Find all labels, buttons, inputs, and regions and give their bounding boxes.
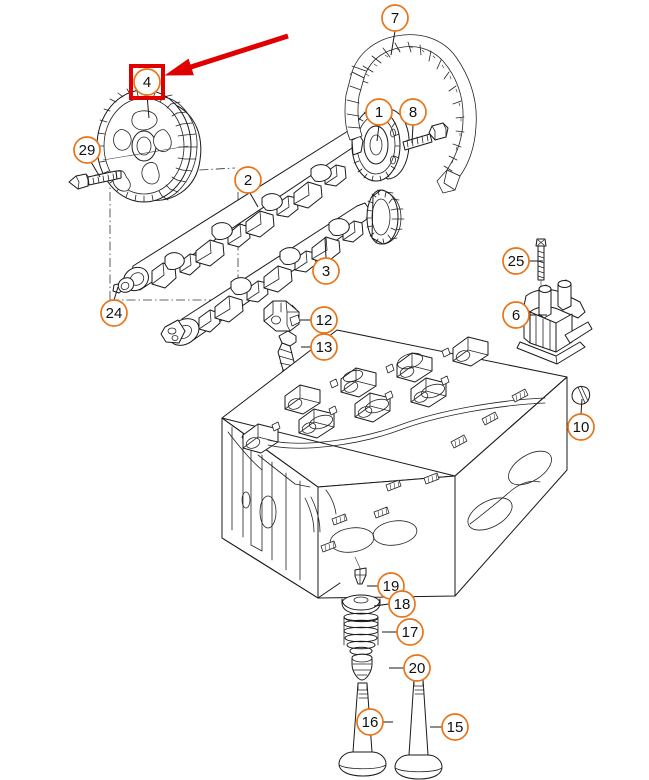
callout-2[interactable]: 2	[234, 166, 262, 194]
part-10-sealing-plug	[571, 385, 591, 405]
part-20-valve-stem-seal	[351, 653, 373, 681]
callout-13[interactable]: 13	[310, 333, 338, 361]
highlight-arrow-head	[164, 58, 194, 76]
callout-leader-29	[90, 161, 101, 178]
callout-circle-1	[365, 98, 393, 126]
callout-3[interactable]: 3	[312, 257, 340, 285]
callout-leader-18	[373, 603, 390, 607]
callout-circle-10	[567, 413, 595, 441]
part-25-tensioner-bolt	[535, 238, 547, 301]
highlight-arrow-shaft	[186, 33, 289, 71]
callout-circle-12	[310, 306, 338, 334]
highlight-annotation	[129, 33, 289, 100]
callout-16[interactable]: 16	[356, 708, 384, 736]
part-17-valve-spring	[343, 612, 379, 656]
callout-1[interactable]: 1	[365, 98, 393, 126]
part-6-chain-tensioner-guide	[516, 279, 593, 365]
callout-number-18: 18	[394, 596, 411, 613]
callout-circle-29	[73, 136, 101, 164]
callout-20[interactable]: 20	[403, 654, 431, 682]
callout-number-3: 3	[322, 263, 330, 280]
callout-number-29: 29	[79, 142, 96, 159]
callout-number-7: 7	[391, 10, 399, 27]
highlight-box	[129, 64, 165, 100]
part-4-camshaft-drive-gear	[96, 88, 202, 203]
callout-circle-13	[310, 333, 338, 361]
callout-8[interactable]: 8	[399, 98, 427, 126]
part-19-valve-keeper-cotter	[354, 556, 367, 585]
callout-29[interactable]: 29	[73, 136, 101, 164]
callout-number-1: 1	[375, 104, 383, 121]
callout-15[interactable]: 15	[441, 713, 469, 741]
callout-number-2: 2	[244, 172, 252, 189]
callout-18[interactable]: 18	[388, 590, 416, 618]
callout-circle-8	[399, 98, 427, 126]
callout-10[interactable]: 10	[567, 413, 595, 441]
callout-number-20: 20	[409, 660, 426, 677]
callout-circle-4	[133, 68, 161, 96]
callout-number-13: 13	[316, 339, 333, 356]
callout-circle-2	[234, 166, 262, 194]
callout-leader-2	[249, 192, 259, 208]
callout-circle-16	[356, 708, 384, 736]
callout-leader-1	[376, 124, 380, 142]
callout-circle-7	[381, 4, 409, 32]
callout-4[interactable]: 4	[133, 68, 161, 96]
callout-number-10: 10	[573, 419, 590, 436]
callout-circle-6	[502, 301, 530, 329]
callout-6[interactable]: 6	[502, 301, 530, 329]
part-29-gear-retaining-bolt	[68, 170, 122, 190]
part-18-valve-spring-seat	[341, 594, 381, 615]
callout-number-25: 25	[508, 253, 525, 270]
callout-leader-10	[580, 398, 583, 415]
callout-circle-25	[502, 247, 530, 275]
callout-leader-8	[411, 124, 414, 144]
callout-leader-3	[324, 237, 327, 259]
callout-circle-20	[403, 654, 431, 682]
callout-24[interactable]: 24	[100, 299, 128, 327]
callout-number-17: 17	[402, 624, 419, 641]
callout-leader-24	[113, 286, 119, 301]
callout-25[interactable]: 25	[502, 247, 530, 275]
callout-7[interactable]: 7	[381, 4, 409, 32]
callout-number-16: 16	[362, 714, 379, 731]
callout-circle-18	[388, 590, 416, 618]
callout-number-24: 24	[106, 305, 123, 322]
callout-number-8: 8	[409, 104, 417, 121]
callout-number-4: 4	[143, 74, 151, 91]
callout-number-6: 6	[512, 307, 520, 324]
callout-circle-15	[441, 713, 469, 741]
part-16-intake-valve	[338, 682, 387, 777]
part-3-exhaust-camshaft	[160, 189, 405, 346]
callout-number-19: 19	[383, 578, 400, 595]
cylinder-head-casting	[221, 329, 568, 599]
callout-circle-17	[396, 618, 424, 646]
callout-circle-24	[100, 299, 128, 327]
part-12-roller-rocker-finger	[263, 300, 301, 332]
callout-17[interactable]: 17	[396, 618, 424, 646]
callout-number-12: 12	[316, 312, 333, 329]
callout-12[interactable]: 12	[310, 306, 338, 334]
callout-leader-7	[390, 30, 396, 56]
callout-number-15: 15	[447, 719, 464, 736]
part-7-timing-chain	[344, 34, 477, 194]
callout-circle-3	[312, 257, 340, 285]
